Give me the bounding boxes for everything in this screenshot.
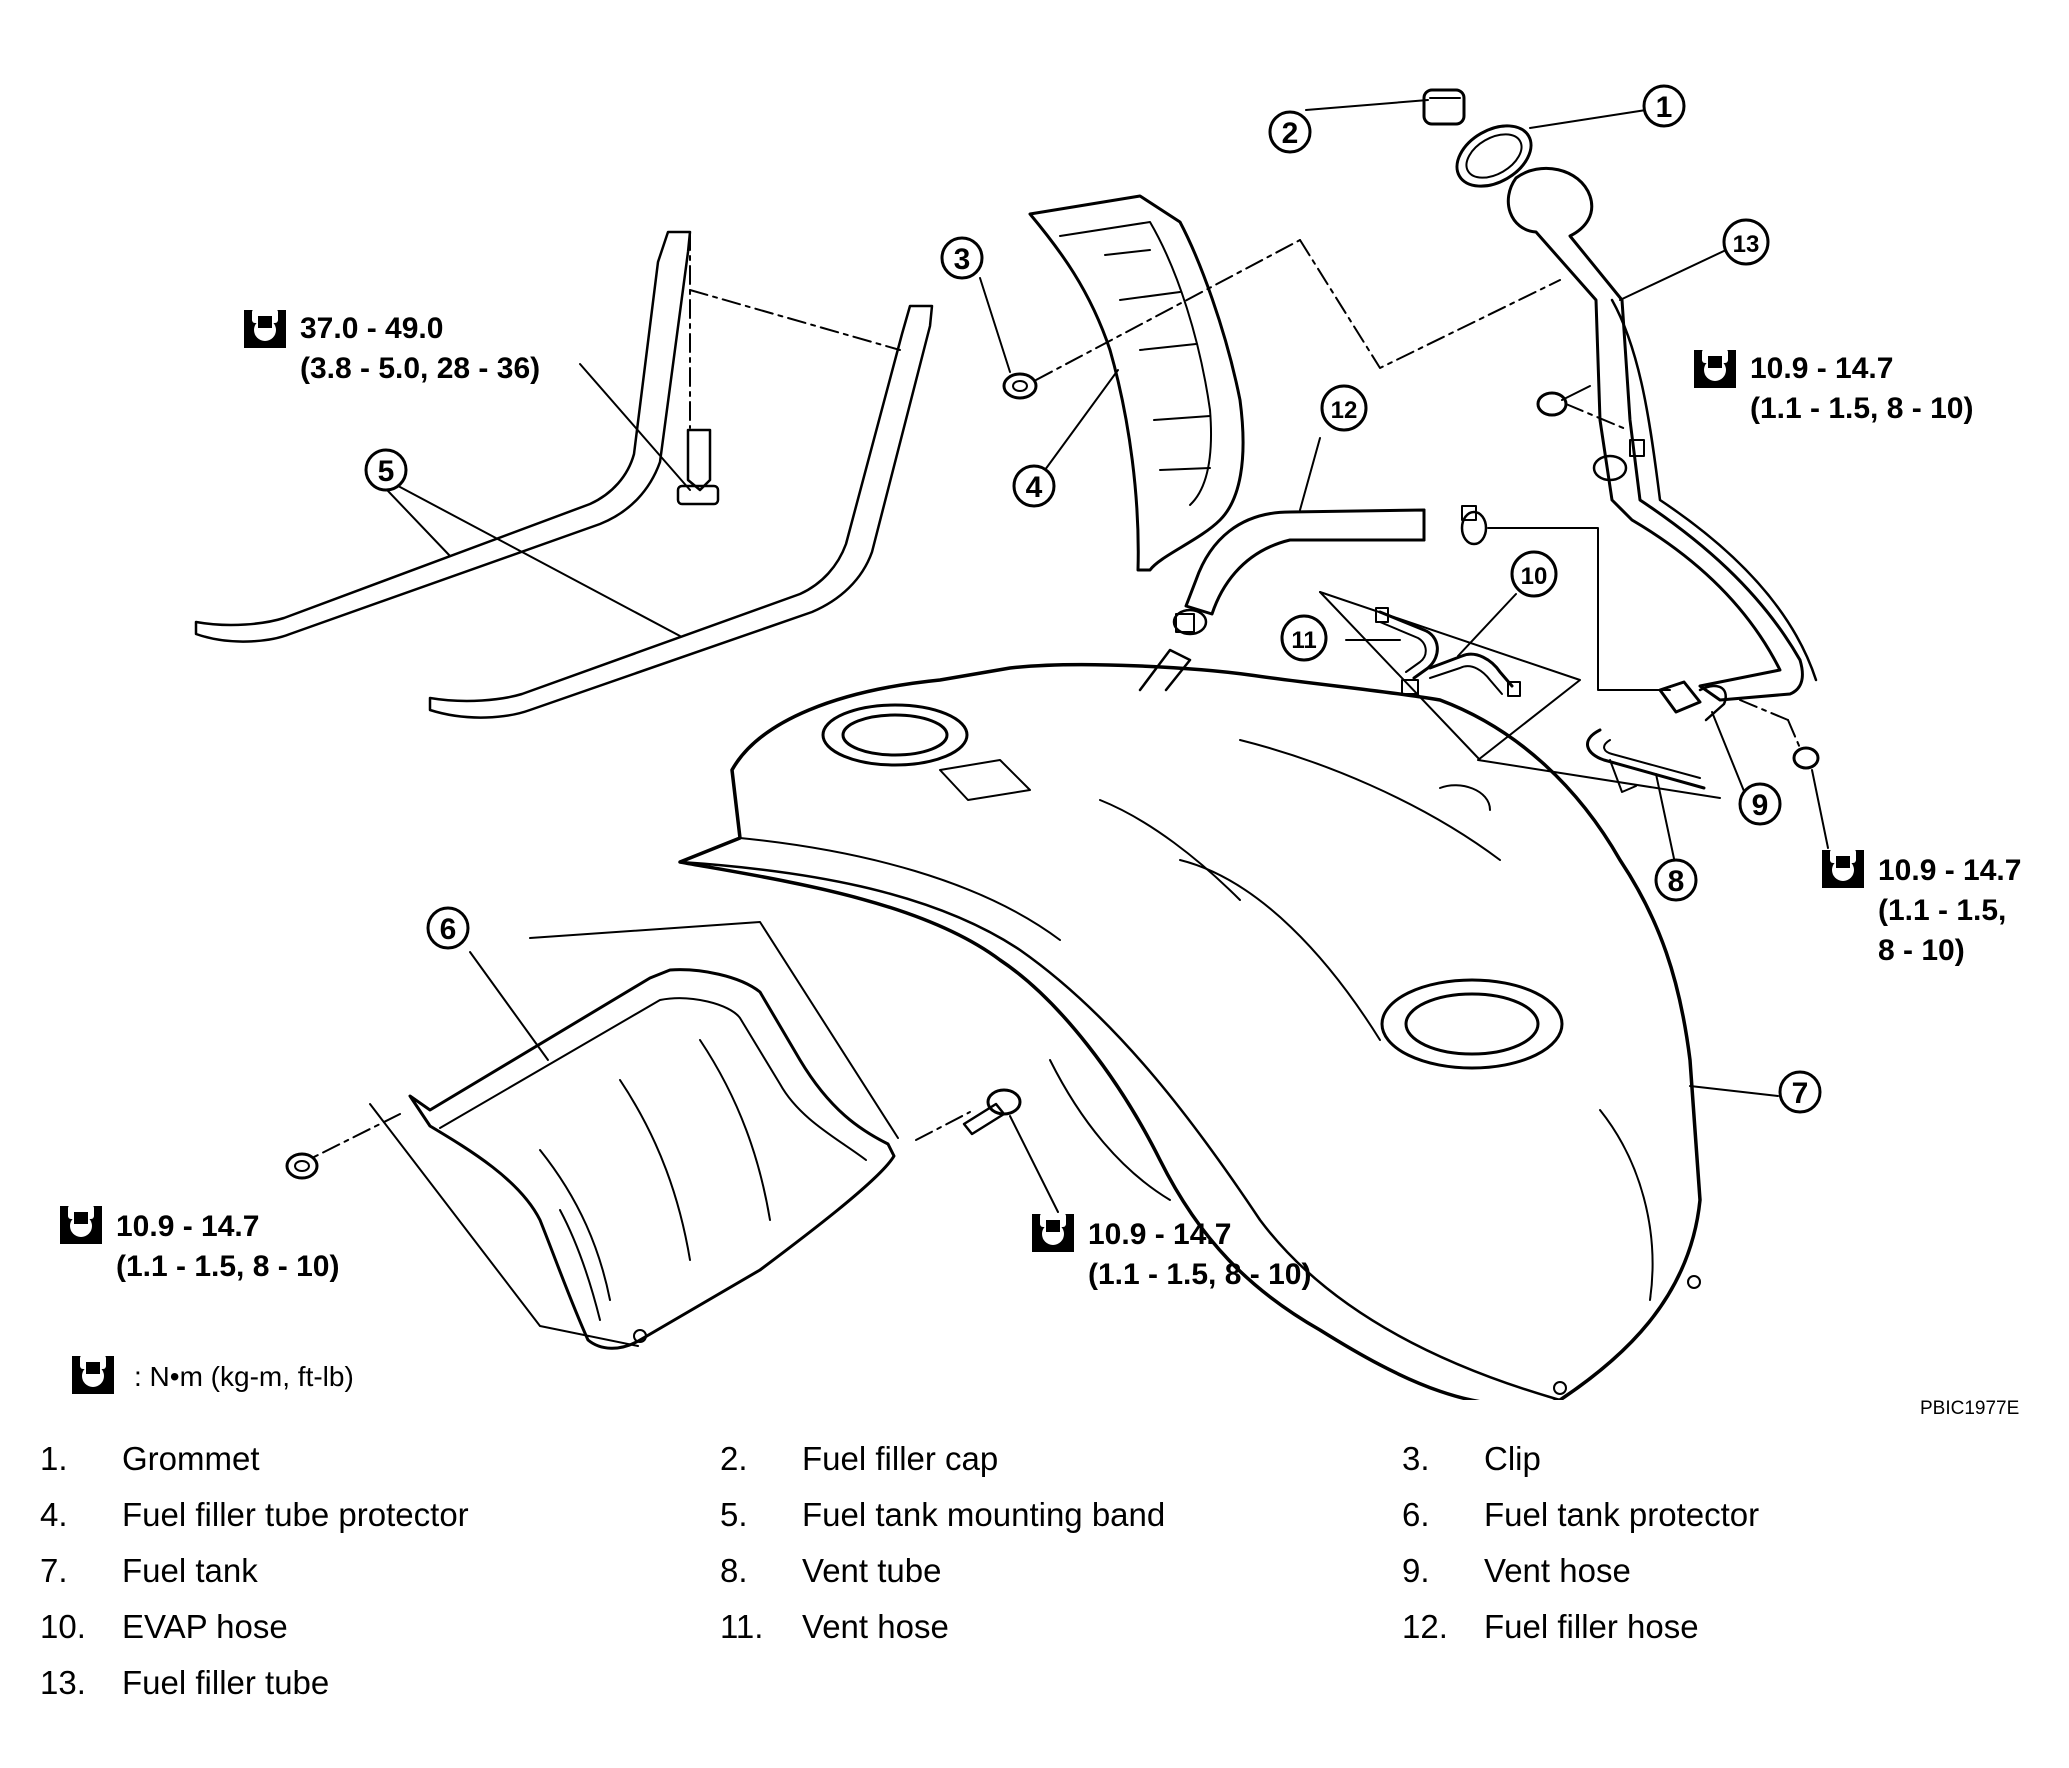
- wrench-icon: [1694, 349, 1736, 388]
- fuel-filler-tube-protector: [1028, 194, 1245, 572]
- wrench-icon: [244, 309, 286, 348]
- callout-11: 11: [1280, 614, 1328, 662]
- callout-5: 5: [364, 448, 408, 492]
- callout-10: 10: [1510, 550, 1558, 598]
- document-code: PBIC1977E: [1920, 1398, 2020, 1419]
- vent-tube: [1586, 728, 1706, 793]
- evap-hose: [1401, 652, 1521, 697]
- svg-text:3: 3: [954, 243, 971, 276]
- callout-6: 6: [426, 906, 470, 950]
- torque-spec-filler-tube-nut: 10.9 - 14.7 (1.1 - 1.5, 8 - 10): [1694, 349, 1973, 425]
- svg-text:9: 9: [1752, 789, 1769, 822]
- svg-text:12: 12: [1331, 397, 1358, 424]
- fuel-tank-mounting-band: [194, 230, 934, 719]
- callout-13: 13: [1722, 218, 1770, 266]
- callout-12: 12: [1320, 384, 1368, 432]
- wrench-icon: [72, 1355, 114, 1394]
- callout-1: 1: [1642, 84, 1686, 128]
- wrench-icon: [60, 1205, 102, 1244]
- svg-text:10: 10: [1521, 563, 1548, 590]
- svg-text:37.0 - 49.0: 37.0 - 49.0: [300, 312, 443, 345]
- parts-legend: 1. Grommet 2. Fuel filler cap 3. Clip 4.…: [40, 1440, 1760, 1701]
- svg-text:10.9 - 14.7: 10.9 - 14.7: [1878, 854, 2021, 887]
- grommet: [1455, 124, 1533, 188]
- svg-text:(1.1 - 1.5,: (1.1 - 1.5,: [1878, 894, 2006, 927]
- protector-nut: [285, 1152, 319, 1180]
- torque-spec-vent-nut: 10.9 - 14.7 (1.1 - 1.5, 8 - 10): [1822, 849, 2021, 967]
- svg-text:11: 11: [1291, 627, 1316, 654]
- svg-text:6: 6: [440, 913, 457, 946]
- svg-text:: N•m (kg-m, ft-lb): : N•m (kg-m, ft-lb): [134, 1361, 354, 1392]
- vent-hose-9: [1658, 680, 1727, 722]
- svg-text:1: 1: [1656, 91, 1673, 124]
- svg-text:8: 8: [1668, 865, 1685, 898]
- fuel-tank-protector: [408, 968, 896, 1350]
- callout-4: 4: [1012, 464, 1056, 508]
- band-bolt: [676, 428, 720, 506]
- torque-spec-band-bolt: 37.0 - 49.0 (3.8 - 5.0, 28 - 36): [244, 309, 540, 385]
- torque-spec-protector-nut: 10.9 - 14.7 (1.1 - 1.5, 8 - 10): [60, 1205, 339, 1283]
- clip: [1002, 372, 1038, 400]
- protector-bolt: [962, 1088, 1022, 1136]
- callout-3: 3: [940, 236, 984, 280]
- vent-nut: [1792, 746, 1820, 770]
- svg-text:10.9 - 14.7: 10.9 - 14.7: [1750, 352, 1893, 385]
- callout-7: 7: [1778, 1070, 1822, 1114]
- svg-text:5: 5: [378, 455, 395, 488]
- svg-text:10.9 - 14.7: 10.9 - 14.7: [1088, 1218, 1231, 1251]
- fuel-filler-cap: [1422, 88, 1466, 126]
- wrench-icon: [1822, 849, 1864, 888]
- vent-hose-11: [1375, 607, 1439, 680]
- callout-9: 9: [1738, 782, 1782, 826]
- filler-tube-nut: [1536, 391, 1568, 417]
- svg-text:2: 2: [1282, 117, 1299, 150]
- svg-text:(1.1 - 1.5, 8 - 10): (1.1 - 1.5, 8 - 10): [1088, 1258, 1311, 1291]
- wrench-icon: [1032, 1213, 1074, 1252]
- fuel-filler-hose: [1138, 505, 1488, 692]
- torque-spec-protector-bolt: 10.9 - 14.7 (1.1 - 1.5, 8 - 10): [1032, 1213, 1311, 1291]
- unit-key: : N•m (kg-m, ft-lb): [72, 1355, 354, 1394]
- fuel-filler-tube: [1506, 166, 1818, 702]
- svg-text:7: 7: [1792, 1077, 1809, 1110]
- fuel-tank: [678, 662, 1702, 1400]
- svg-text:(1.1 - 1.5, 8 - 10): (1.1 - 1.5, 8 - 10): [1750, 392, 1973, 425]
- svg-text:8 - 10): 8 - 10): [1878, 934, 1965, 967]
- svg-text:(1.1 - 1.5, 8 - 10): (1.1 - 1.5, 8 - 10): [116, 1250, 339, 1283]
- svg-text:10.9 - 14.7: 10.9 - 14.7: [116, 1210, 259, 1243]
- callout-2: 2: [1268, 110, 1312, 154]
- svg-text:4: 4: [1026, 471, 1043, 504]
- callout-8: 8: [1654, 858, 1698, 902]
- svg-text:13: 13: [1733, 231, 1760, 258]
- svg-text:(3.8 - 5.0, 28 - 36): (3.8 - 5.0, 28 - 36): [300, 352, 540, 385]
- fuel-system-exploded-diagram: 1 2 3 4 5 6 7 8: [60, 84, 2021, 1400]
